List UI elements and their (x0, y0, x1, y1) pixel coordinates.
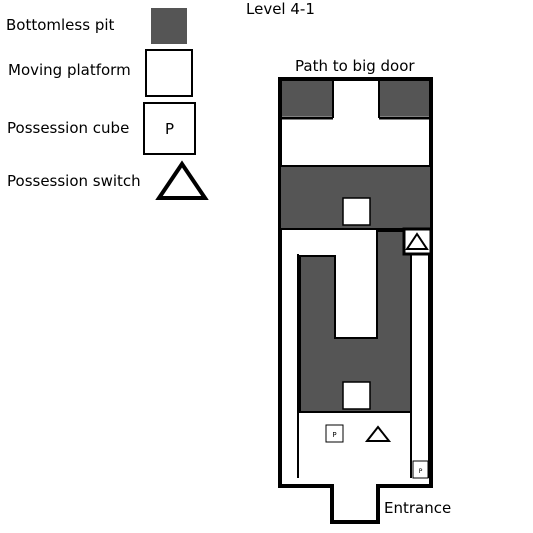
possession-cube-room (325, 424, 344, 443)
moving-platform-upper (342, 197, 371, 226)
level-title: Level 4-1 (246, 0, 315, 18)
possession-cube-room-symbol: P (332, 431, 336, 439)
possession-switch-upper-icon (405, 232, 429, 250)
possession-switch-lower-icon (364, 425, 392, 442)
legend-cube-symbol: P (164, 119, 175, 138)
legend-switch-triangle-icon (155, 160, 209, 200)
entrance-opening (334, 484, 376, 488)
pit-top-left (282, 81, 333, 116)
legend-switch-label: Possession switch (7, 172, 141, 190)
legend-cube-swatch: P (143, 102, 196, 155)
possession-cube-corridor-symbol: P (419, 468, 423, 475)
legend-cube-label: Possession cube (7, 119, 130, 137)
exit-label: Path to big door (295, 57, 415, 75)
entrance-label: Entrance (384, 499, 452, 517)
pit-top-right (379, 81, 429, 116)
legend-pit-swatch (151, 8, 187, 44)
legend-platform-swatch (145, 49, 193, 97)
legend-pit-label: Bottomless pit (6, 16, 115, 34)
entrance-notch (330, 486, 380, 524)
moving-platform-lower (342, 381, 371, 410)
legend-platform-label: Moving platform (8, 61, 131, 79)
possession-cube-corridor (412, 460, 429, 479)
